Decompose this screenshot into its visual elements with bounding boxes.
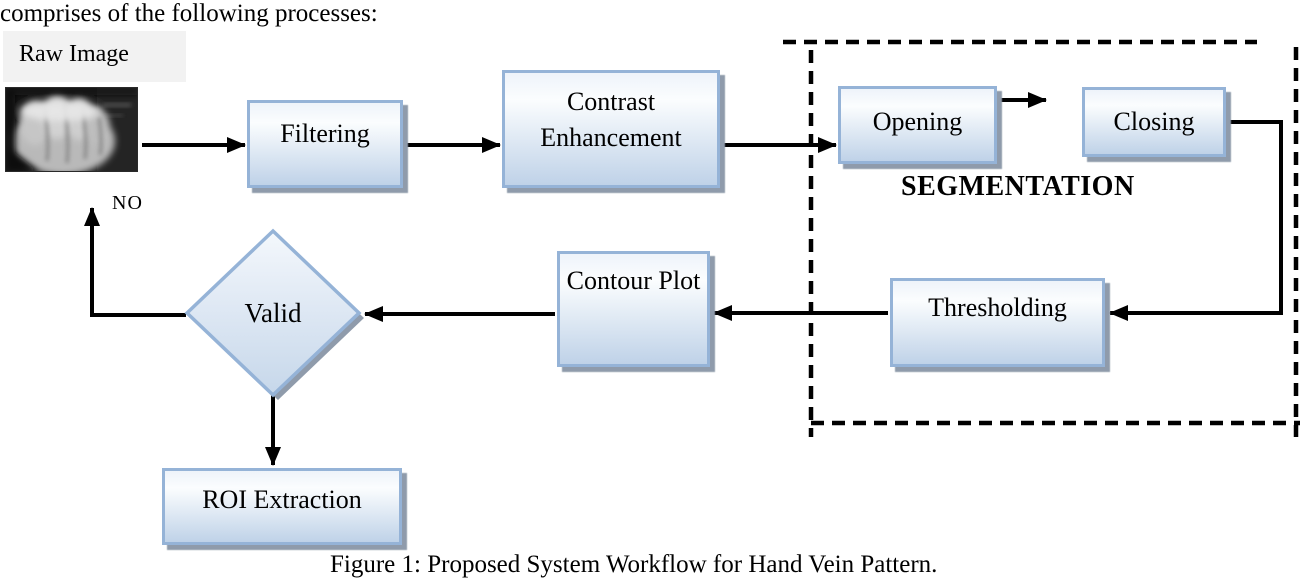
valid-decision-diamond [184, 228, 364, 400]
arrow-valid-no-loopback [84, 207, 186, 317]
node-valid-label: Valid [244, 297, 302, 328]
intro-text: comprises of the following processes: [0, 0, 378, 27]
no-branch-label: NO [112, 192, 143, 214]
node-contrast-enhancement-label: Contrast Enhancement [540, 87, 682, 153]
node-roi-extraction-label: ROI Extraction [202, 485, 362, 514]
node-closing: Closing [1082, 87, 1226, 157]
segmentation-dashed-border [783, 39, 1300, 437]
node-closing-label: Closing [1113, 107, 1195, 136]
raw-image-label-text: Raw Image [19, 41, 129, 67]
raw-image-label: Raw Image [3, 31, 186, 82]
node-thresholding-label: Thresholding [928, 293, 1067, 322]
node-contour-plot-label: Contour Plot [566, 266, 701, 295]
node-filtering: Filtering [247, 100, 403, 188]
node-contrast-enhancement: Contrast Enhancement [502, 70, 720, 188]
valid-diamond-shape [184, 228, 362, 398]
node-opening: Opening [838, 86, 997, 164]
node-opening-label: Opening [872, 107, 963, 136]
figure-caption: Figure 1: Proposed System Workflow for H… [330, 551, 938, 578]
node-contour-plot: Contour Plot [557, 251, 710, 367]
arrow-closing-to-thresholding [1109, 120, 1283, 321]
raw-hand-image [5, 87, 138, 172]
node-roi-extraction: ROI Extraction [162, 468, 402, 545]
segmentation-region-label: SEGMENTATION [901, 171, 1135, 202]
node-filtering-label: Filtering [280, 119, 370, 148]
node-thresholding: Thresholding [890, 278, 1105, 367]
